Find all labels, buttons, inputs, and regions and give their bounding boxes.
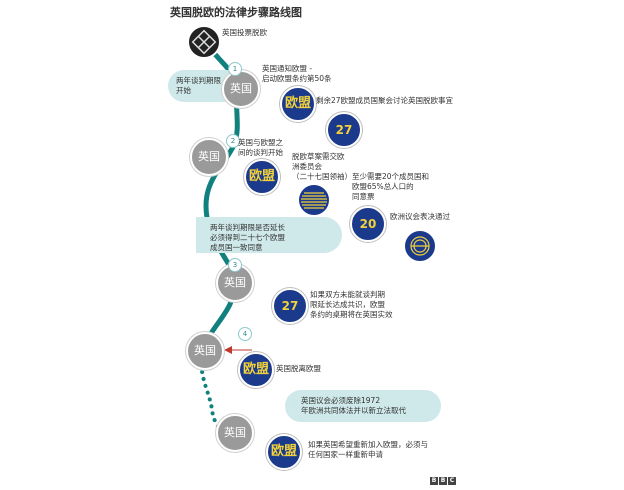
label-majority: 至少需要20个成员国和 欧盟65%总人口的 同意票: [352, 172, 430, 201]
step-number-2: 2: [226, 134, 240, 148]
label-notify: 英国通知欧盟 - 启动欧盟条约第50条: [262, 64, 332, 83]
pill-text: 英国议会必须废除1972 年欧洲共同体法并以新立法取代: [301, 396, 406, 415]
uk-node-2: 英国: [190, 138, 228, 176]
eu-node-rejoin: 欧盟: [266, 434, 302, 470]
step-number-3: 3: [228, 258, 242, 272]
eu-node-1: 欧盟: [280, 86, 316, 122]
label-no-agreement: 如果双方未能就谈判期 限延长达成共识，欧盟 条约的桌期将在英国实效: [310, 290, 393, 319]
label-negotiate: 英国与欧盟之 间的谈判开始: [238, 138, 283, 157]
bbc-letter: B: [430, 477, 438, 485]
uk-node-5: 英国: [216, 414, 254, 452]
marker-arrow-icon: [224, 346, 232, 354]
label-remaining27: 剩余27欧盟成员国聚会讨论英国脱欧事宜: [316, 96, 454, 105]
bbc-logo: B B C: [430, 477, 456, 485]
label-parliament: 欧洲议会表决通过: [390, 212, 450, 221]
label-leave: 英国脱离欧盟: [276, 364, 321, 373]
pill-extension: 两年谈判期限是否延长 必须得到二十七个欧盟 成员国一致同意: [196, 217, 342, 253]
step-number-1: 1: [228, 62, 242, 76]
pill-repeal-act: 英国议会必须废除1972 年欧洲共同体法并以新立法取代: [285, 390, 441, 422]
eu-node-2: 欧盟: [244, 159, 280, 195]
bbc-letter: C: [448, 477, 456, 485]
eu-27-node-1: 27: [326, 112, 362, 148]
pill-text: 两年谈判期限 开始: [176, 76, 221, 95]
ballot-box-icon: [187, 25, 221, 59]
eu-node-leave: 欧盟: [238, 352, 274, 388]
bbc-letter: B: [439, 477, 447, 485]
start-label: 英国投票脱欧: [222, 28, 267, 37]
label-committee: 脱欧草案需交欧 洲委员会 （二十七国领袖）: [292, 152, 352, 181]
label-rejoin: 如果英国希望重新加入欧盟，必须与 任何国家一样重新申请: [308, 440, 428, 459]
step-number-4: 4: [238, 327, 252, 341]
uk-node-4: 英国: [186, 332, 224, 370]
page-title: 英国脱欧的法律步骤路线图: [170, 6, 302, 19]
eu-27-node-2: 27: [272, 288, 308, 324]
pill-text: 两年谈判期限是否延长 必须得到二十七个欧盟 成员国一致同意: [210, 223, 285, 252]
uk-node-1: 英国: [222, 70, 260, 108]
eu-20-node: 20: [350, 206, 386, 242]
